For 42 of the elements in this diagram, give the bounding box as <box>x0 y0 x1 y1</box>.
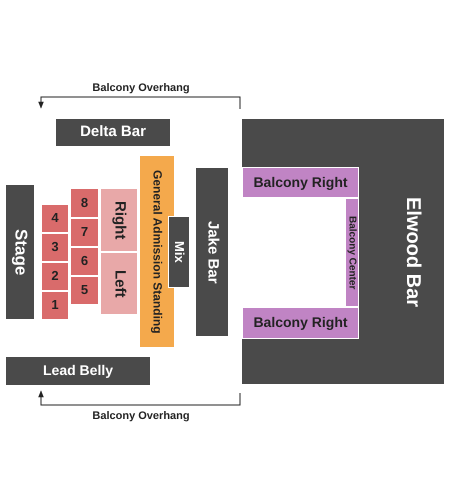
section-label: Balcony Right <box>253 315 348 331</box>
balcony-section <box>242 307 359 339</box>
section-label: Jake Bar <box>204 220 220 284</box>
bar-area <box>241 118 445 385</box>
seating-section <box>41 204 69 233</box>
balcony-section <box>345 198 359 307</box>
section-label: 2 <box>51 269 59 284</box>
section-label: 4 <box>51 211 59 226</box>
section-label: 5 <box>80 283 88 298</box>
seating-section <box>70 218 99 247</box>
seating-section <box>41 291 69 320</box>
seating-section <box>100 252 138 315</box>
section-label: Left <box>110 270 128 298</box>
section-label: Balcony Right <box>253 174 348 190</box>
section-label: Elwood Bar <box>402 196 424 306</box>
overhang-label: Balcony Overhang <box>92 82 190 94</box>
seating-section <box>41 233 69 262</box>
stage-area <box>5 184 35 320</box>
section-label: 3 <box>51 240 59 255</box>
section-label: Right <box>110 200 128 240</box>
seating-section <box>70 276 99 305</box>
section-label: Mix <box>172 241 186 263</box>
section-label: 7 <box>80 225 88 240</box>
mix-area <box>168 216 190 288</box>
section-label: 1 <box>51 298 59 313</box>
bar-area <box>55 118 171 147</box>
section-label: Balcony Center <box>346 216 358 290</box>
overhang-label: Balcony Overhang <box>92 410 190 422</box>
seating-section <box>41 262 69 291</box>
seating-section <box>100 188 138 252</box>
section-label: Delta Bar <box>80 124 146 141</box>
section-label: Lead Belly <box>42 363 114 379</box>
bar-area <box>195 167 229 337</box>
section-label: 8 <box>80 196 88 210</box>
standing-area <box>139 155 175 348</box>
section-label: 6 <box>80 254 88 269</box>
seating-section <box>70 247 99 276</box>
seating-section <box>70 188 99 218</box>
bar-area <box>5 356 151 386</box>
section-label: Stage <box>10 228 30 276</box>
balcony-section <box>242 167 359 198</box>
section-label: General Admission Standing <box>150 170 164 334</box>
